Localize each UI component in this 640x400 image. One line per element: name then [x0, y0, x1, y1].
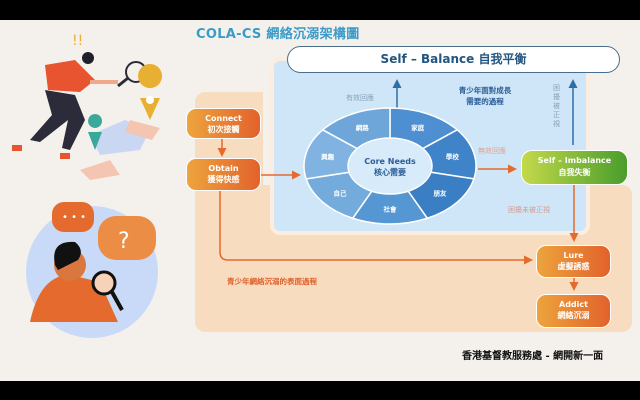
- growth-line-2: 需要的過程: [466, 97, 504, 106]
- wheel-segment-label: 學校: [446, 152, 460, 161]
- bottom-letterbox: [0, 381, 640, 400]
- thinking-person-illustration: • • • ?: [26, 202, 158, 338]
- footer-credit: 香港基督教服務處 - 網開新一面: [462, 351, 604, 362]
- wheel-segment-label: 社會: [384, 205, 398, 214]
- obtain-zh: 獲得快感: [207, 175, 240, 184]
- core-needs-zh: 核心需要: [374, 168, 406, 177]
- ineffective-response-label: 無效回應: [478, 147, 506, 155]
- wheel-segment-label: 網路: [356, 123, 370, 132]
- wheel-segment-label: 朋友: [433, 188, 448, 197]
- diagram-title: COLA-CS 網絡沉溺架構圖: [196, 27, 360, 42]
- core-needs-center: [349, 139, 431, 193]
- addict-zh: 網絡沉溺: [557, 311, 590, 320]
- addict-node: Addict 網絡沉溺: [536, 294, 611, 328]
- lure-zh: 虛擬誘惑: [557, 262, 590, 271]
- self-balance-box: Self – Balance 自我平衡: [287, 46, 620, 73]
- lure-en: Lure: [563, 251, 584, 260]
- effective-response-label: 有效回應: [346, 94, 374, 102]
- wheel-segment-label: 興趣: [321, 152, 335, 161]
- peach-corner: [600, 190, 632, 210]
- addict-en: Addict: [559, 300, 588, 309]
- arrow-obtain-lure: [219, 191, 533, 265]
- distress-not-addressed-label: 困擾未被正視: [508, 206, 550, 214]
- svg-text:!!: !!: [72, 33, 83, 49]
- imbalance-zh: 自我失衡: [558, 168, 591, 177]
- connect-en: Connect: [205, 114, 242, 123]
- svg-text:?: ?: [118, 229, 130, 254]
- self-imbalance-node: Self – Imbalance 自我失衡: [521, 150, 628, 185]
- wheel-segment: [321, 107, 391, 150]
- top-letterbox: [0, 0, 640, 20]
- core-needs-label: Core Needs 核心需要: [350, 156, 430, 178]
- growth-process-label: 青少年面對成長 需要的過程: [440, 85, 530, 107]
- illustrations: !! • • • ?: [12, 33, 163, 338]
- explorer-illustration: !!: [12, 33, 163, 180]
- wheel-segment-label: 自己: [333, 188, 347, 197]
- obtain-en: Obtain: [208, 164, 239, 173]
- core-needs-en: Core Needs: [364, 157, 416, 166]
- wheel-segment-label: 家庭: [411, 123, 425, 132]
- imbalance-en: Self – Imbalance: [537, 156, 612, 165]
- connect-zh: 初次接觸: [207, 125, 240, 134]
- growth-line-1: 青少年面對成長: [458, 86, 512, 95]
- obtain-node: Obtain 獲得快感: [186, 158, 261, 191]
- surface-process-label: 青少年網絡沉溺的表面過程: [227, 277, 317, 286]
- connect-node: Connect 初次接觸: [186, 108, 261, 139]
- svg-text:• • •: • • •: [62, 212, 86, 223]
- distress-addressed-label: 困擾被正視: [553, 84, 560, 128]
- lure-node: Lure 虛擬誘惑: [536, 245, 611, 278]
